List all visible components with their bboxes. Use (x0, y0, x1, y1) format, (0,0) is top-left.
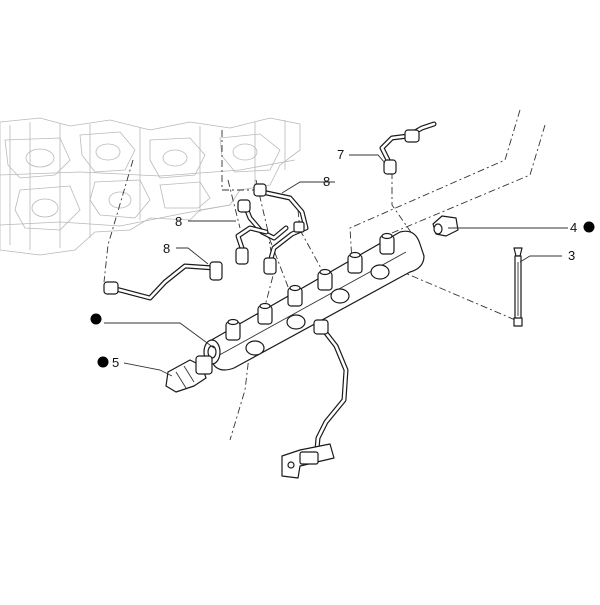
engine-block-ghost (0, 117, 301, 256)
injector-pipe-middle (235, 199, 289, 265)
supply-pipe-with-bracket (281, 319, 349, 479)
callout-rail-dot (90, 313, 102, 325)
injector-pipe-right (253, 183, 309, 275)
fuel-pipe-7 (379, 121, 437, 175)
callout-3-label: 3 (568, 248, 575, 263)
assembly-lines (103, 109, 546, 441)
callout-leaders (104, 154, 568, 377)
callout-8-label-middle: 8 (175, 214, 182, 229)
callout-5-label: 5 (112, 355, 119, 370)
fuel-rail (203, 230, 425, 371)
callout-8-label-left: 8 (163, 241, 170, 256)
callout-4-label: 4 (570, 220, 577, 235)
callout-7-label: 7 (337, 147, 344, 162)
callout-8-label-top: 8 (323, 174, 330, 189)
callout-4-dot (583, 221, 595, 233)
plug-part-4 (432, 215, 459, 237)
bolt-part-3 (513, 247, 523, 327)
callouts: 7 8 8 8 4 3 5 (90, 147, 595, 370)
callout-5-dot (97, 356, 109, 368)
pressure-sensor-part-5 (165, 355, 213, 393)
injector-pipe-left (103, 261, 223, 301)
